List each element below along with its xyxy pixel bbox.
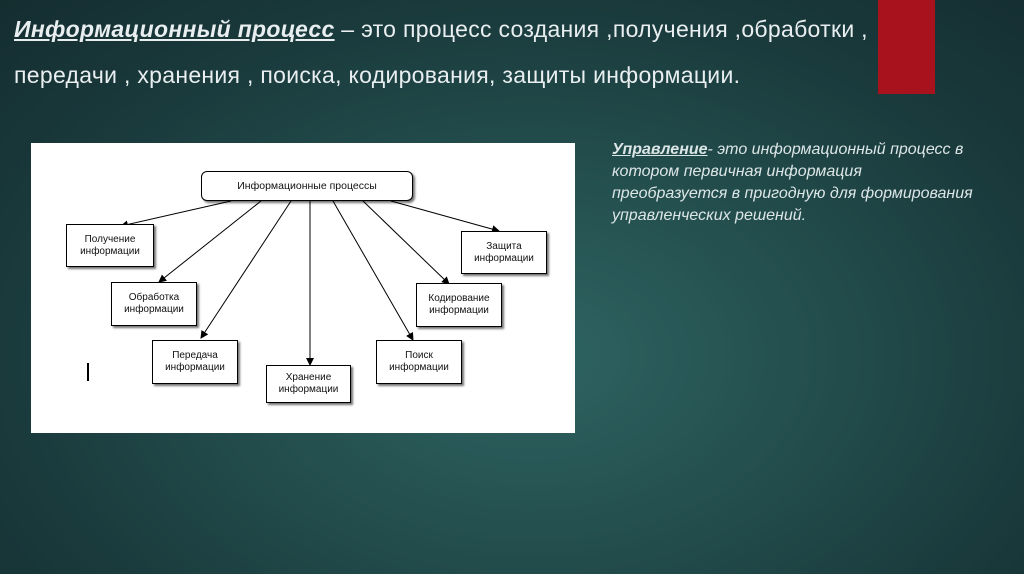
node-storage: Хранение информации [266,365,351,403]
definition-text: - это информационный процесс в котором п… [612,141,973,224]
node-transfer: Передача информации [152,340,238,384]
process-diagram: Информационные процессы Получение информ… [31,143,575,433]
definition-block: Управление- это информационный процесс в… [612,139,977,227]
arrow-protection [390,200,500,233]
root-node: Информационные процессы [201,171,413,201]
heading-term: Информационный процесс [14,16,335,42]
arrow-processing [158,200,262,283]
node-processing: Обработка информации [111,282,197,326]
text-cursor-mark [87,363,89,381]
arrow-receiving [120,200,232,229]
slide-heading: Информационный процесс – это процесс соз… [14,6,974,98]
definition-term: Управление [612,141,708,158]
heading-text: – это процесс создания ,получения ,обраб… [14,16,868,88]
node-search: Поиск информации [376,340,462,384]
arrow-encoding [362,200,450,285]
node-receiving: Получение информации [66,224,154,267]
diagram-arrows [120,200,500,366]
arrow-search [332,200,414,341]
accent-bar [878,0,935,94]
node-protection: Защита информации [461,231,547,274]
node-encoding: Кодирование информации [416,283,502,327]
arrow-transfer [200,200,292,339]
